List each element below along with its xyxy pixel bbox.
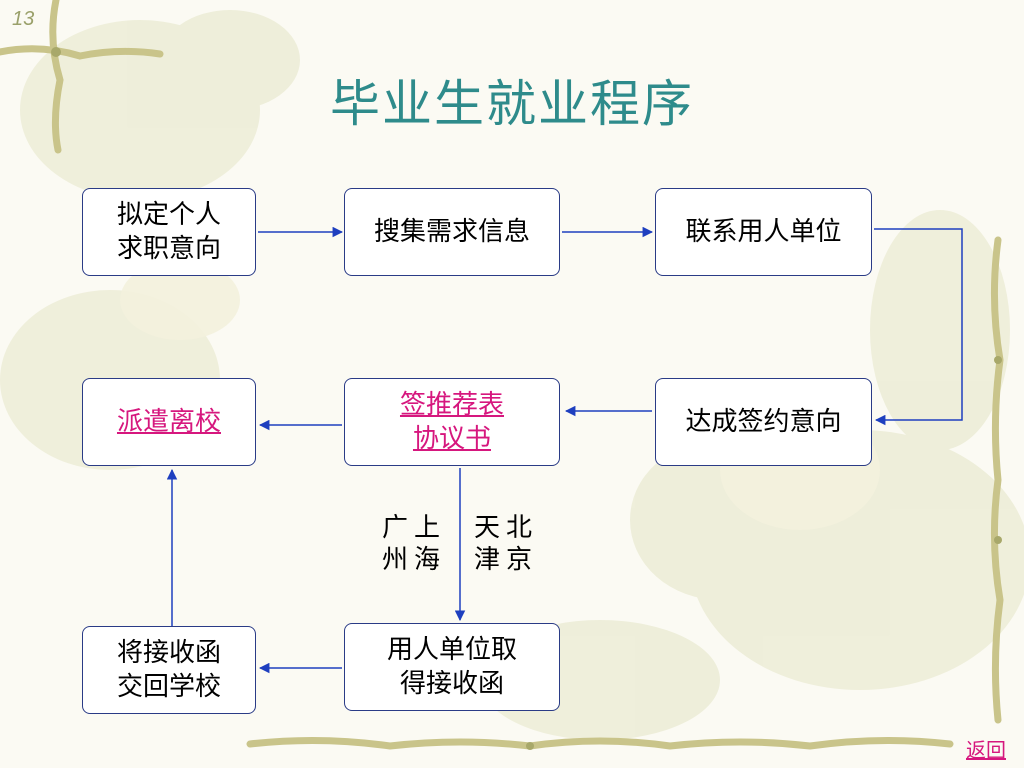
step-return-label: 将接收函 交回学校 xyxy=(116,638,221,702)
step-intent-label: 拟定个人 求职意向 xyxy=(116,200,221,264)
step-sign-box[interactable]: 签推荐表 协议书 xyxy=(344,378,560,466)
step-receive-label: 用人单位取 得接收函 xyxy=(386,635,517,699)
step-collect-box: 搜集需求信息 xyxy=(344,188,560,276)
step-dispatch-link[interactable]: 派遣离校 xyxy=(116,407,221,437)
cities-right: 天北 津京 xyxy=(474,513,539,575)
step-agree-box: 达成签约意向 xyxy=(655,378,872,466)
step-return-box: 将接收函 交回学校 xyxy=(82,626,256,714)
slide-number: 13 xyxy=(12,8,35,30)
step-intent-box: 拟定个人 求职意向 xyxy=(82,188,256,276)
step-sign-link[interactable]: 签推荐表 协议书 xyxy=(399,390,504,454)
step-contact-box: 联系用人单位 xyxy=(655,188,872,276)
step-collect-label: 搜集需求信息 xyxy=(373,217,530,247)
step-dispatch-box[interactable]: 派遣离校 xyxy=(82,378,256,466)
step-agree-label: 达成签约意向 xyxy=(685,407,842,437)
cities-left: 广上 州海 xyxy=(382,513,447,575)
page-title: 毕业生就业程序 xyxy=(330,75,694,133)
back-link[interactable]: 返回 xyxy=(966,738,1006,762)
step-receive-box: 用人单位取 得接收函 xyxy=(344,623,560,711)
step-contact-label: 联系用人单位 xyxy=(685,217,842,247)
